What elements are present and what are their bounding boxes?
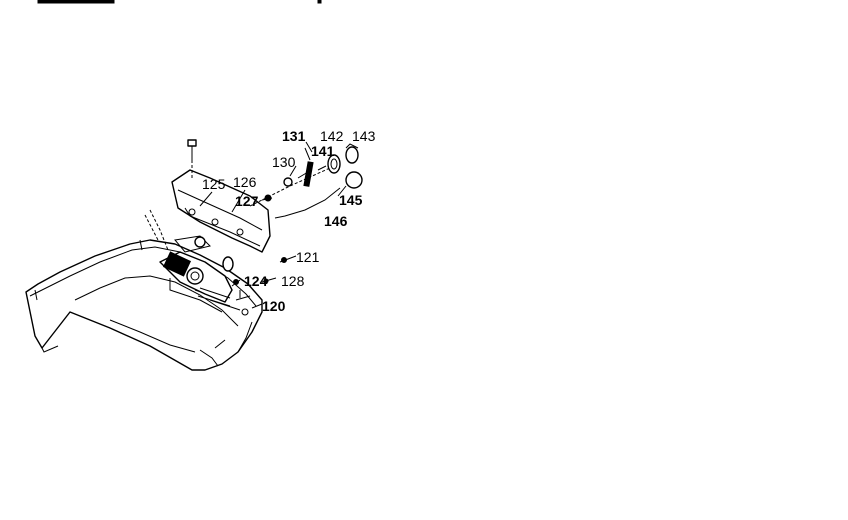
small-screws: [231, 255, 297, 301]
header-dot-fragment: [317, 0, 322, 4]
header-bar-fragment: [37, 0, 115, 4]
cable: [274, 187, 341, 219]
top-bolt: [187, 139, 197, 178]
callout-142: 142: [320, 128, 344, 144]
callout-121: 121: [296, 249, 320, 265]
callout-141: 141: [311, 143, 335, 159]
callout-130: 130: [272, 154, 296, 170]
leader-lines: [199, 141, 347, 309]
callout-145: 145: [339, 192, 363, 208]
callout-126: 126: [233, 174, 257, 190]
callout-128: 128: [281, 273, 305, 289]
callout-124: 124: [244, 273, 268, 289]
callout-127: 127: [235, 193, 259, 209]
callout-120: 120: [262, 298, 286, 314]
mounting-bracket: [144, 169, 271, 253]
callout-labels: 131 142 143 141 130 125 126 127 145 146 …: [202, 128, 376, 314]
callout-143: 143: [352, 128, 376, 144]
callout-131: 131: [282, 128, 306, 144]
callout-146: 146: [324, 213, 348, 229]
callout-125: 125: [202, 176, 226, 192]
motor-housing: [159, 251, 234, 313]
